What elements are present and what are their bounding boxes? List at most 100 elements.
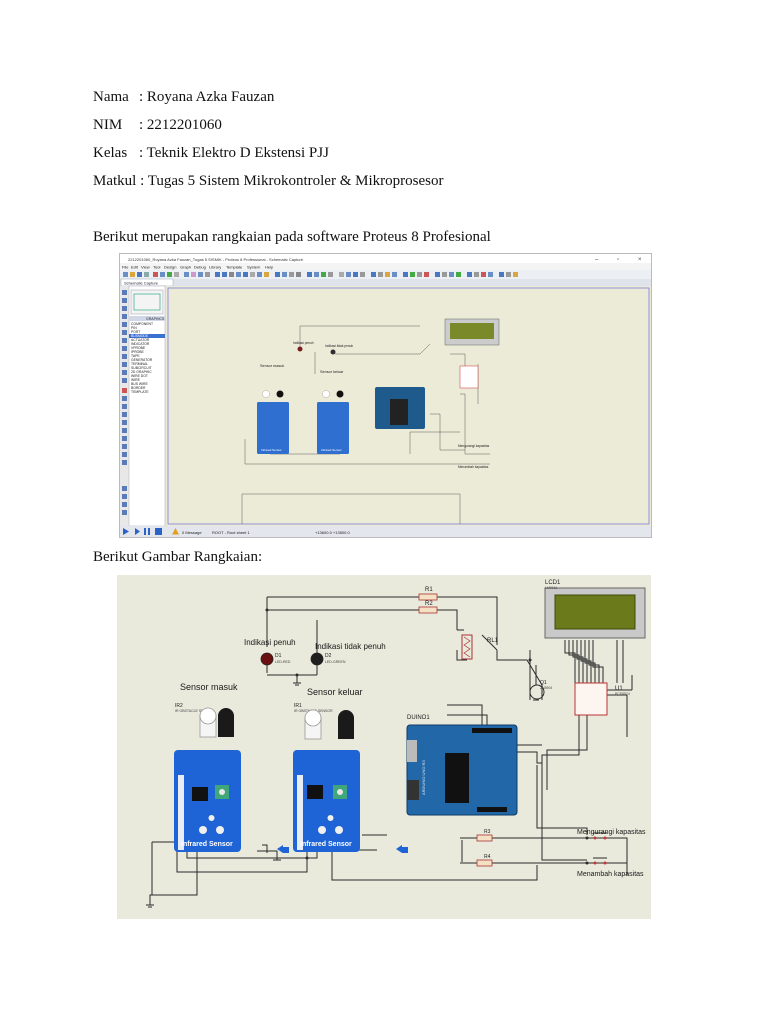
info-kelas: Kelas: Teknik Elektro D Ekstensi PJJ <box>93 144 329 162</box>
step-icon[interactable] <box>135 528 140 535</box>
menu-template[interactable]: Template <box>226 265 243 270</box>
info-nim: NIM : 2212201060 <box>93 116 222 134</box>
toolbar-icons[interactable] <box>123 272 518 277</box>
resistor-r4 <box>476 859 493 867</box>
object-item[interactable]: ACTUATOR <box>131 338 150 342</box>
label-q1-part: 2N3904 <box>540 686 552 690</box>
menu-design[interactable]: Design <box>164 265 176 270</box>
object-list: COMPONENT PIN PORT BUSMODE ACTUATOR INDI… <box>129 322 165 394</box>
board-url: www.TheEngineeringProjects.com <box>299 779 303 825</box>
object-item[interactable]: VPROBE <box>131 346 146 350</box>
led-d2 <box>310 652 324 666</box>
resistor-r1 <box>418 593 438 601</box>
mini-board-label: Infrared Sensor <box>321 448 342 452</box>
minimize-icon[interactable]: – <box>595 257 599 263</box>
label-lcd: LCD1 <box>545 580 561 586</box>
label-ir1: IR1 <box>294 703 302 709</box>
status-messages[interactable]: 0 Message <box>182 530 202 535</box>
object-item[interactable]: PIN <box>131 326 137 330</box>
object-selector-panel <box>128 285 166 527</box>
status-sheet: ROOT - Root sheet 1 <box>212 530 250 535</box>
mini-lcd-screen <box>450 323 494 339</box>
object-item[interactable]: TAPE <box>131 354 140 358</box>
nim-value: : 2212201060 <box>139 117 222 133</box>
menu-items: File Edit View Tool Design Graph Debug L… <box>122 265 274 270</box>
maximize-icon[interactable]: ▫ <box>617 257 619 263</box>
menu-help[interactable]: Help <box>265 265 274 270</box>
object-item[interactable]: BUS WIRE <box>131 382 149 386</box>
matkul-value: : Tugas 5 Sistem Mikrokontroler & Mikrop… <box>140 173 444 189</box>
menu-debug[interactable]: Debug <box>194 265 206 270</box>
menu-view[interactable]: View <box>141 265 150 270</box>
caption-proteus: Berikut merupakan rangkaian pada softwar… <box>93 229 491 245</box>
info-matkul: Matkul : Tugas 5 Sistem Mikrokontroler &… <box>93 172 443 190</box>
mini-sensor-masuk-board <box>257 402 289 454</box>
tab-schematic-label: Schematic Capture <box>124 281 159 286</box>
mini-u1 <box>459 365 479 389</box>
label-menambah: Menambah kapasitas <box>577 871 644 878</box>
object-item[interactable]: 2D GRAPHIC <box>131 370 152 374</box>
object-item[interactable]: TEMPLATE <box>131 390 149 394</box>
object-item[interactable]: WIRE DOT <box>131 374 148 378</box>
status-bar <box>120 526 651 537</box>
object-item[interactable]: BORDER <box>131 386 146 390</box>
nim-label: NIM <box>93 117 123 133</box>
label-u1: U1 <box>615 686 623 692</box>
ir-sensor-keluar: Infrared Sensor www.TheEngineeringProjec… <box>293 709 360 852</box>
label-r4: R4 <box>484 854 491 860</box>
label-sensor-masuk: Sensor masuk <box>180 682 238 692</box>
mini-wires <box>241 325 490 524</box>
mini-label-menambah: Menambah kapasitas <box>458 465 489 469</box>
mini-label-mengurangi: Mengurangi kapasitas <box>458 444 490 448</box>
label-indikasi-tidak-penuh: Indikasi tidak penuh <box>315 642 386 651</box>
resistor-r3 <box>476 834 493 842</box>
info-nama: Nama: Royana Azka Fauzan <box>93 88 274 106</box>
object-item[interactable]: BUSMODE <box>131 334 149 338</box>
object-item[interactable]: COMPONENT <box>131 322 153 326</box>
mini-arduino-chip <box>390 399 408 425</box>
label-sensor-keluar: Sensor keluar <box>307 687 363 697</box>
resistor-r2 <box>418 606 438 614</box>
lcd-screen <box>554 594 636 630</box>
menu-bar <box>120 263 651 270</box>
object-item[interactable]: SUBCIRCUIT <box>131 366 152 370</box>
menu-file[interactable]: File <box>122 265 129 270</box>
mini-led-red <box>297 346 303 352</box>
close-icon[interactable]: × <box>638 257 642 263</box>
label-q1: Q1 <box>540 680 547 686</box>
label-r3: R3 <box>484 829 491 835</box>
object-item[interactable]: WIRE <box>131 378 141 382</box>
menu-tool[interactable]: Tool <box>153 265 160 270</box>
tab-strip <box>120 279 651 286</box>
mini-led-green <box>330 349 336 355</box>
stop-icon[interactable] <box>155 528 162 535</box>
label-lcd-part: LM016L <box>545 586 558 590</box>
object-item[interactable]: TERMINAL <box>131 362 148 366</box>
object-item[interactable]: GENERATOR <box>131 358 153 362</box>
label-rl1: RL1 <box>487 638 499 644</box>
menu-library[interactable]: Library <box>209 265 221 270</box>
title-bar <box>120 254 651 263</box>
pause-icon[interactable] <box>144 528 146 535</box>
label-r1: R1 <box>425 587 433 593</box>
label-d2-part: LED-GREEN <box>325 660 346 664</box>
board-label: Infrared Sensor <box>181 841 233 848</box>
object-item[interactable]: INDICATOR <box>131 342 150 346</box>
label-d1-part: LED-RED <box>275 660 291 664</box>
mode-icons[interactable] <box>122 290 127 515</box>
schematic-image: R1 R2 Indikasi penuh Indikasi tidak penu… <box>117 575 651 919</box>
object-item[interactable]: IPROBE <box>131 350 145 354</box>
label-d2: D2 <box>325 653 332 659</box>
object-item-selected[interactable] <box>129 334 165 338</box>
label-d1: D1 <box>275 653 282 659</box>
label-r2: R2 <box>425 601 433 607</box>
menu-edit[interactable]: Edit <box>131 265 139 270</box>
terminal-masuk <box>277 845 283 853</box>
label-ir2: IR2 <box>175 703 183 709</box>
menu-system[interactable]: System <box>247 265 261 270</box>
play-icon[interactable] <box>123 528 129 535</box>
warning-icon <box>172 528 179 535</box>
graphics-tab[interactable] <box>129 316 165 321</box>
menu-graph[interactable]: Graph <box>180 265 191 270</box>
object-item[interactable]: PORT <box>131 330 140 334</box>
